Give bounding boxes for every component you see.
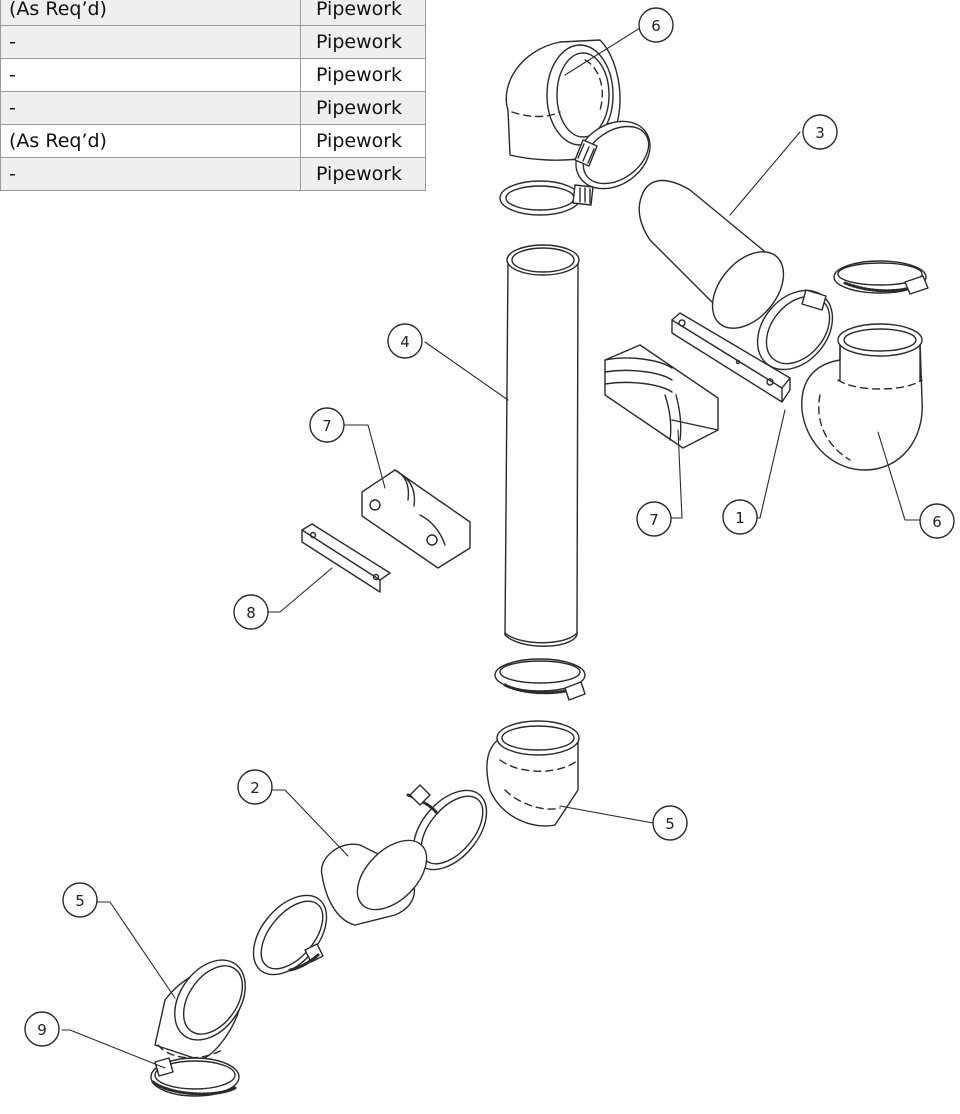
callout-1: 1 <box>722 499 758 535</box>
pipe-section-3 <box>638 179 785 329</box>
hose-clamp <box>494 658 586 701</box>
hose-clamp <box>574 120 651 190</box>
hose-clamp <box>756 289 834 371</box>
parts-table: (As Req’d) Pipework - Pipework - Pipewor… <box>0 0 426 191</box>
callout-number: 2 <box>250 779 260 797</box>
hose-clamp <box>833 260 929 295</box>
category-cell: Pipework <box>300 0 426 26</box>
callout-8: 8 <box>233 594 269 630</box>
qty-cell: (As Req’d) <box>0 0 301 26</box>
table-row: - Pipework <box>0 157 426 191</box>
callout-number: 7 <box>649 511 659 529</box>
callout-number: 6 <box>651 17 661 35</box>
qty-cell: - <box>0 157 301 191</box>
callout-number: 3 <box>815 124 825 142</box>
callout-7-left: 7 <box>309 407 345 443</box>
category-cell: Pipework <box>300 91 426 125</box>
leader-lines <box>61 27 921 1069</box>
callout-number: 1 <box>735 509 745 527</box>
pipe-section-2 <box>320 839 428 926</box>
table-row: (As Req’d) Pipework <box>0 124 426 158</box>
callout-6-top: 6 <box>638 7 674 43</box>
callout-number: 9 <box>37 1021 47 1039</box>
category-cell: Pipework <box>300 157 426 191</box>
qty-cell: (As Req’d) <box>0 124 301 158</box>
hose-clamp <box>252 894 328 976</box>
saddle-clamp-right <box>604 344 719 449</box>
hose-clamp <box>406 784 488 871</box>
callout-number: 5 <box>665 815 675 833</box>
elbow-bend-upper <box>505 39 621 161</box>
callout-9: 9 <box>24 1011 60 1047</box>
callout-3: 3 <box>802 114 838 150</box>
bracket-plate-8 <box>301 523 391 593</box>
callout-5-lower: 5 <box>62 882 98 918</box>
bracket-plate-1 <box>671 312 791 403</box>
table-row: (As Req’d) Pipework <box>0 0 426 26</box>
callout-7-right: 7 <box>636 501 672 537</box>
hose-clamp <box>150 1057 240 1097</box>
callout-number: 5 <box>75 892 85 910</box>
qty-cell: - <box>0 91 301 125</box>
qty-cell: - <box>0 25 301 59</box>
callout-number: 6 <box>932 513 942 531</box>
elbow-45-upper <box>486 720 580 827</box>
callout-number: 8 <box>246 604 256 622</box>
saddle-clamp-left <box>361 469 471 569</box>
table-row: - Pipework <box>0 25 426 59</box>
elbow-45-lower <box>154 959 246 1061</box>
callout-5-upper: 5 <box>652 805 688 841</box>
table-row: - Pipework <box>0 91 426 125</box>
qty-cell: - <box>0 58 301 92</box>
hose-clamp <box>499 180 594 216</box>
callout-6-right: 6 <box>919 503 955 539</box>
pipe-section-4 <box>504 244 580 647</box>
callout-2: 2 <box>237 769 273 805</box>
callout-4: 4 <box>387 323 423 359</box>
callout-number: 4 <box>400 333 410 351</box>
table-row: - Pipework <box>0 58 426 92</box>
callout-number: 7 <box>322 417 332 435</box>
category-cell: Pipework <box>300 58 426 92</box>
elbow-bend-right <box>801 323 923 471</box>
